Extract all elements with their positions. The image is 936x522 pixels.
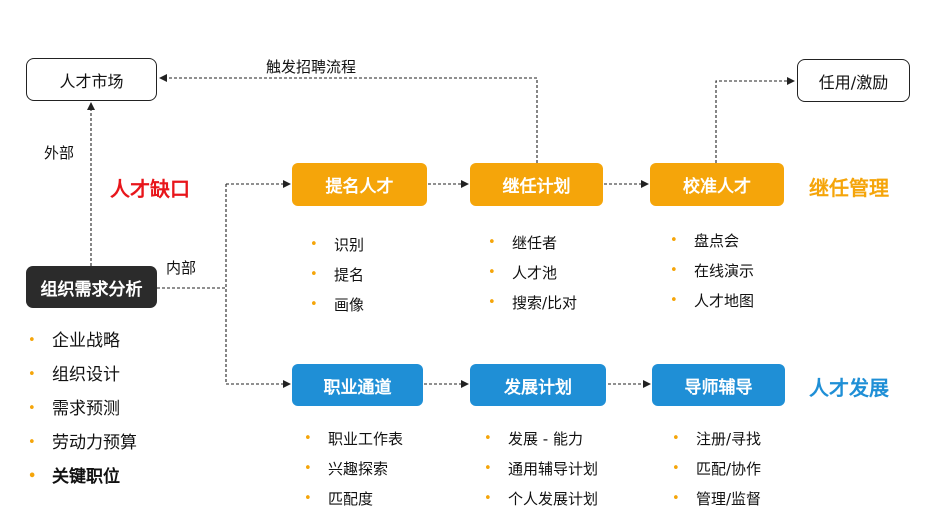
list-item: 识别 — [308, 230, 364, 260]
list-calibrate: 盘点会 在线演示 人才地图 — [668, 226, 754, 316]
list-item: 企业战略 — [26, 324, 137, 358]
list-item: 个人发展计划 — [482, 484, 598, 514]
list-item: 画像 — [308, 290, 364, 320]
list-org-demand: 企业战略 组织设计 需求预测 劳动力预算 关键职位 — [26, 324, 137, 494]
edge-trigger-recruitment — [159, 74, 538, 163]
list-item: 人才地图 — [668, 286, 754, 316]
node-talent-market: 人才市场 — [26, 58, 157, 101]
list-item: 盘点会 — [668, 226, 754, 256]
list-career-path: 职业工作表 兴趣探索 匹配度 — [302, 424, 403, 514]
list-item: 兴趣探索 — [302, 454, 403, 484]
node-development-plan: 发展计划 — [470, 364, 606, 406]
list-succession-plan: 继任者 人才池 搜索/比对 — [486, 228, 577, 318]
node-calibrate-talent: 校准人才 — [650, 163, 784, 206]
list-item: 发展 - 能力 — [482, 424, 598, 454]
list-item: 劳动力预算 — [26, 426, 137, 460]
list-item: 职业工作表 — [302, 424, 403, 454]
label-talent-development: 人才发展 — [809, 376, 889, 400]
node-succession-plan: 继任计划 — [470, 163, 603, 206]
list-item: 组织设计 — [26, 358, 137, 392]
list-item: 搜索/比对 — [486, 288, 577, 318]
list-item: 通用辅导计划 — [482, 454, 598, 484]
list-item: 匹配/协作 — [670, 454, 761, 484]
label-trigger-recruitment: 触发招聘流程 — [266, 58, 357, 76]
label-talent-gap: 人才缺口 — [110, 177, 190, 201]
node-nominate-talent: 提名人才 — [292, 163, 427, 206]
list-nominate: 识别 提名 画像 — [308, 230, 364, 320]
list-item: 注册/寻找 — [670, 424, 761, 454]
list-item: 继任者 — [486, 228, 577, 258]
node-org-demand-analysis: 组织需求分析 — [26, 266, 157, 308]
node-mentor-coaching: 导师辅导 — [652, 364, 785, 406]
label-succession-management: 继任管理 — [809, 176, 889, 200]
label-internal: 内部 — [166, 259, 197, 277]
edge-calibrate-appoint — [715, 77, 795, 163]
list-item: 匹配度 — [302, 484, 403, 514]
node-career-path: 职业通道 — [292, 364, 423, 406]
list-item: 需求预测 — [26, 392, 137, 426]
list-item: 人才池 — [486, 258, 577, 288]
list-development-plan: 发展 - 能力 通用辅导计划 个人发展计划 — [482, 424, 598, 514]
list-item: 在线演示 — [668, 256, 754, 286]
list-item: 提名 — [308, 260, 364, 290]
list-mentor-coaching: 注册/寻找 匹配/协作 管理/监督 — [670, 424, 761, 514]
list-item-key-position: 关键职位 — [26, 460, 137, 494]
list-item: 管理/监督 — [670, 484, 761, 514]
label-external: 外部 — [44, 144, 75, 162]
node-appoint-incentive: 任用/激励 — [797, 59, 910, 102]
